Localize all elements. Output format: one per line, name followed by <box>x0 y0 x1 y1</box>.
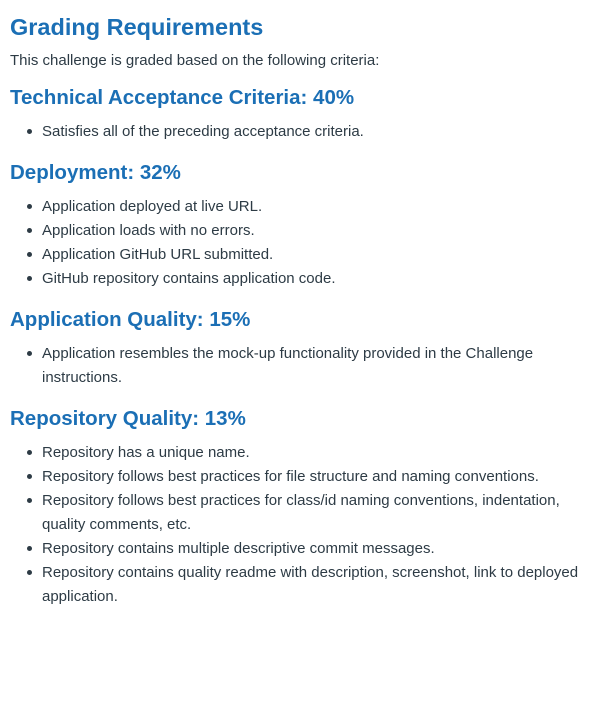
section-title-application-quality: Application Quality: 15% <box>10 308 251 331</box>
list-item: Repository contains multiple descriptive… <box>27 537 581 561</box>
list-item: Application resembles the mock-up functi… <box>27 342 581 390</box>
grading-requirements-page: Grading Requirements This challenge is g… <box>10 14 581 609</box>
deployment-list: Application deployed at live URL. Applic… <box>10 195 581 291</box>
list-item: Repository follows best practices for fi… <box>27 465 581 489</box>
list-item: Satisfies all of the preceding acceptanc… <box>27 120 581 144</box>
list-item: Repository contains quality readme with … <box>27 561 581 609</box>
intro-text: This challenge is graded based on the fo… <box>10 52 380 69</box>
page-title: Grading Requirements <box>10 14 264 40</box>
list-item: GitHub repository contains application c… <box>27 267 581 291</box>
application-quality-list: Application resembles the mock-up functi… <box>10 342 581 390</box>
section-title-deployment: Deployment: 32% <box>10 161 181 184</box>
section-title-repository-quality: Repository Quality: 13% <box>10 407 246 430</box>
list-item: Repository has a unique name. <box>27 441 581 465</box>
repository-quality-list: Repository has a unique name. Repository… <box>10 441 581 609</box>
list-item: Application deployed at live URL. <box>27 195 581 219</box>
list-item: Application GitHub URL submitted. <box>27 243 581 267</box>
list-item: Application loads with no errors. <box>27 219 581 243</box>
section-title-technical-acceptance: Technical Acceptance Criteria: 40% <box>10 86 355 109</box>
technical-acceptance-list: Satisfies all of the preceding acceptanc… <box>10 120 581 144</box>
list-item: Repository follows best practices for cl… <box>27 489 581 537</box>
